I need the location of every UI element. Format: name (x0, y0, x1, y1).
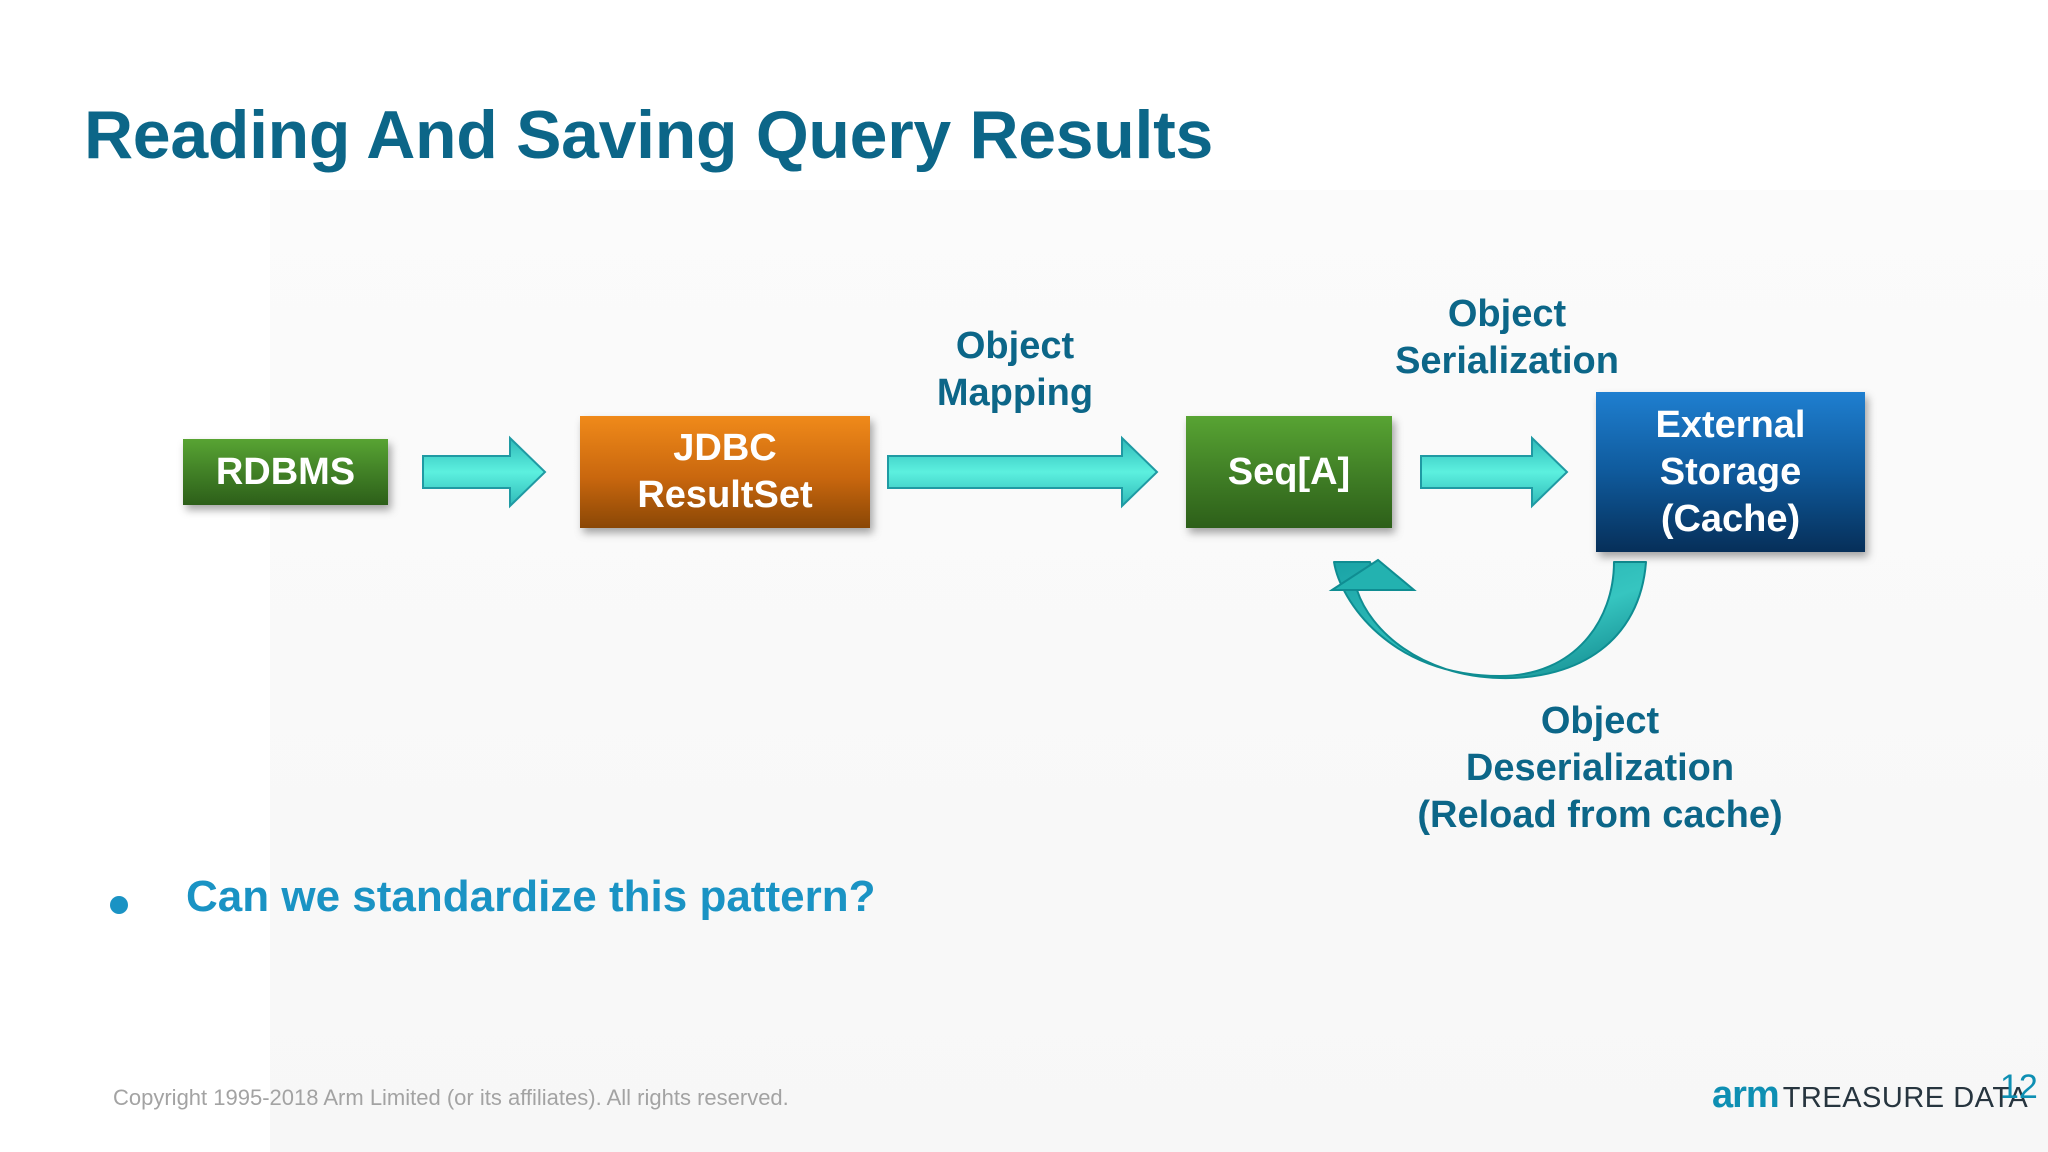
label-mapping-line2: Mapping (936, 372, 1094, 414)
node-external-storage: External Storage (Cache) (1596, 392, 1865, 552)
copyright-notice: Copyright 1995-2018 Arm Limited (or its … (113, 1085, 789, 1110)
label-deserialization-line2: Deserialization (1465, 747, 1735, 789)
brand-treasure-data: TREASURE DATA (1782, 1082, 2029, 1114)
label-deserialization-line1: Object (1540, 700, 1660, 742)
brand-arm-wordmark: arm (1712, 1074, 1780, 1116)
node-jdbc-line1: JDBC (673, 427, 777, 469)
node-storage-line3: (Cache) (1660, 497, 1801, 540)
bullet-dot-icon (110, 896, 128, 914)
label-object-mapping: Object Mapping (900, 323, 1130, 417)
arrow-rdbms-to-jdbc (422, 435, 547, 509)
page-number: 12 (2000, 1068, 2038, 1106)
node-seq-label: Seq[A] (1227, 450, 1351, 493)
label-serialization-line1: Object (1447, 293, 1567, 335)
node-jdbc-line2: ResultSet (637, 474, 813, 516)
arrow-storage-to-seq-head (1328, 558, 1417, 591)
slide-title: Reading And Saving Query Results (84, 97, 1214, 173)
node-seq: Seq[A] (1186, 416, 1392, 528)
slide-background (270, 190, 2048, 1152)
arrow-seq-to-storage (1420, 435, 1569, 509)
node-storage-line1: External (1655, 403, 1806, 446)
node-rdbms-label: RDBMS (215, 450, 356, 493)
label-deserialization-line3: (Reload from cache) (1417, 794, 1783, 836)
label-mapping-line1: Object (955, 325, 1075, 367)
node-jdbc-resultset: JDBC ResultSet (580, 416, 870, 528)
arrow-jdbc-to-seq (887, 435, 1159, 509)
label-object-deserialization: Object Deserialization (Reload from cach… (1380, 698, 1820, 839)
bullet-text: Can we standardize this pattern? (186, 872, 876, 921)
node-storage-line2: Storage (1659, 450, 1802, 493)
node-rdbms: RDBMS (183, 439, 388, 505)
label-object-serialization: Object Serialization (1370, 291, 1644, 385)
label-serialization-line2: Serialization (1395, 340, 1619, 382)
